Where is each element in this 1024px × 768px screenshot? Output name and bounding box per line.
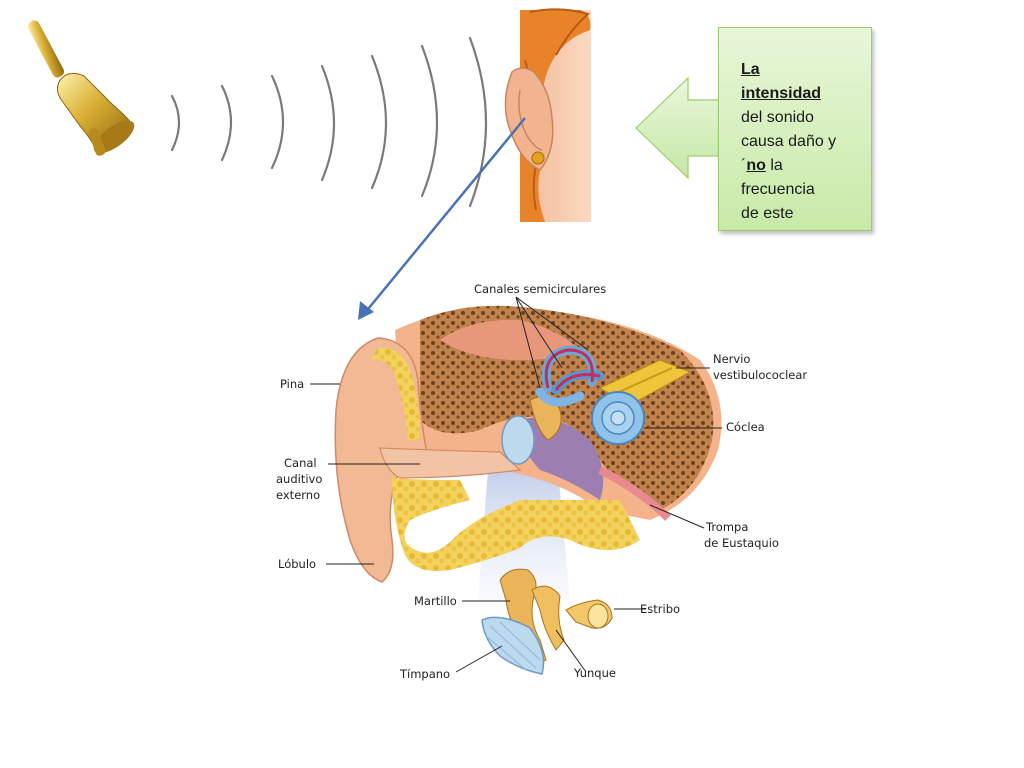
- callout-no: no: [746, 157, 766, 174]
- head-illustration: [504, 8, 591, 222]
- callout-line-intensidad: intensidad: [741, 85, 822, 102]
- callout-arrow: [635, 76, 727, 180]
- label-pina: Pina: [280, 377, 305, 391]
- label-nervio-2: vestibulococlear: [713, 368, 808, 382]
- label-trompa-1: Trompa: [706, 520, 749, 534]
- callout-line-3: del sonido: [741, 109, 814, 126]
- callout-line-6: frecuencia: [741, 181, 815, 198]
- label-coclea: Cóclea: [726, 420, 765, 434]
- callout-line-7: de este: [741, 205, 794, 222]
- callout-line-4: causa daño y: [741, 133, 837, 150]
- label-yunque: Yunque: [574, 666, 616, 680]
- callout-line-5: ´no la: [741, 154, 869, 178]
- sound-waves: [170, 36, 488, 208]
- label-martillo: Martillo: [414, 594, 457, 608]
- label-canal-3: externo: [276, 488, 321, 502]
- label-nervio-1: Nervio: [713, 352, 751, 366]
- callout-line-la: La: [741, 61, 760, 78]
- callout-la: la: [765, 157, 783, 174]
- label-lobulo: Lóbulo: [278, 557, 317, 571]
- ear-anatomy: [334, 305, 722, 600]
- label-canal-1: Canal: [284, 456, 317, 470]
- bell-icon: [27, 20, 135, 156]
- callout-text: La intensidad del sonido causa daño y ´n…: [741, 58, 869, 226]
- label-trompa-2: de Eustaquio: [704, 536, 779, 550]
- label-estribo: Estribo: [640, 602, 681, 616]
- callout-accent: ´: [741, 157, 747, 174]
- ossicles-detail: [481, 568, 613, 675]
- label-canal-2: auditivo: [276, 472, 323, 486]
- label-leader-lines: [310, 296, 722, 673]
- callout-box: La intensidad del sonido causa daño y ´n…: [718, 27, 872, 231]
- label-canales-semicirculares: Canales semicirculares: [474, 282, 607, 296]
- label-timpano: Tímpano: [400, 667, 451, 681]
- pointer-arrow: [358, 117, 526, 320]
